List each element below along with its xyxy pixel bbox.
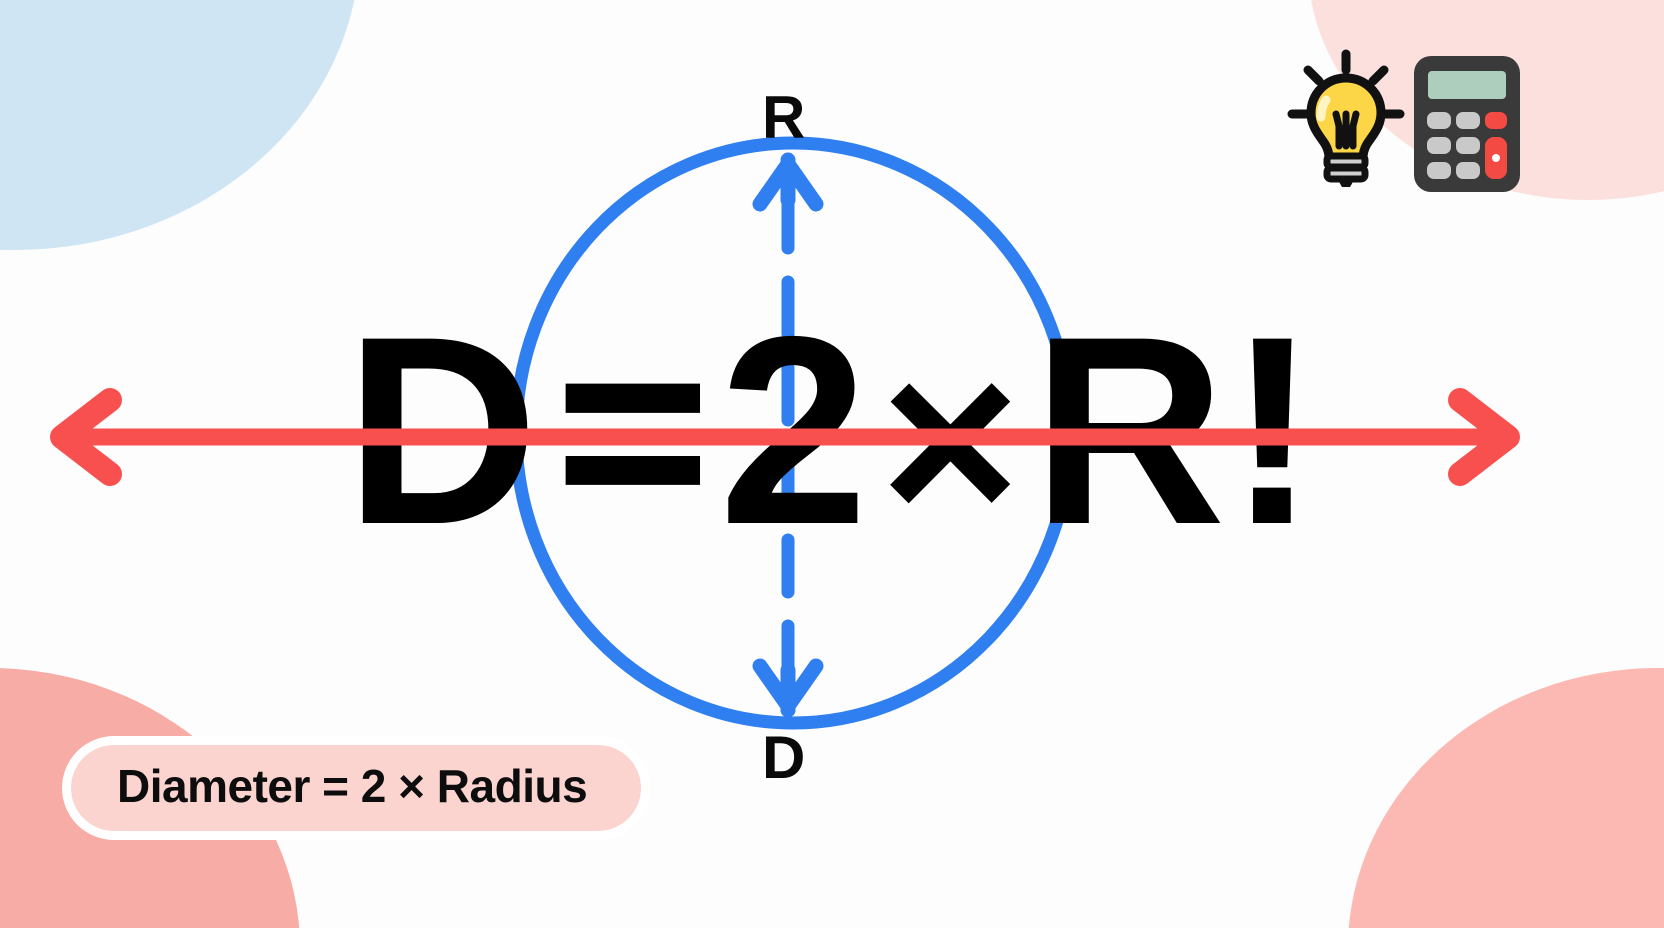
red-arrowhead-right	[1448, 388, 1520, 486]
calculator-icon	[1414, 56, 1520, 192]
lightbulb-icon	[1287, 49, 1405, 187]
caption-text: Diameter = 2 × Radius	[117, 760, 588, 812]
red-arrowhead-left	[50, 388, 122, 486]
icon-cluster	[1286, 40, 1526, 192]
caption-pill: Diameter = 2 × Radius	[71, 745, 642, 831]
caption-pill-ring: Diameter = 2 × Radius	[62, 736, 651, 840]
radius-label: R	[762, 84, 805, 151]
diameter-label: D	[762, 724, 805, 791]
